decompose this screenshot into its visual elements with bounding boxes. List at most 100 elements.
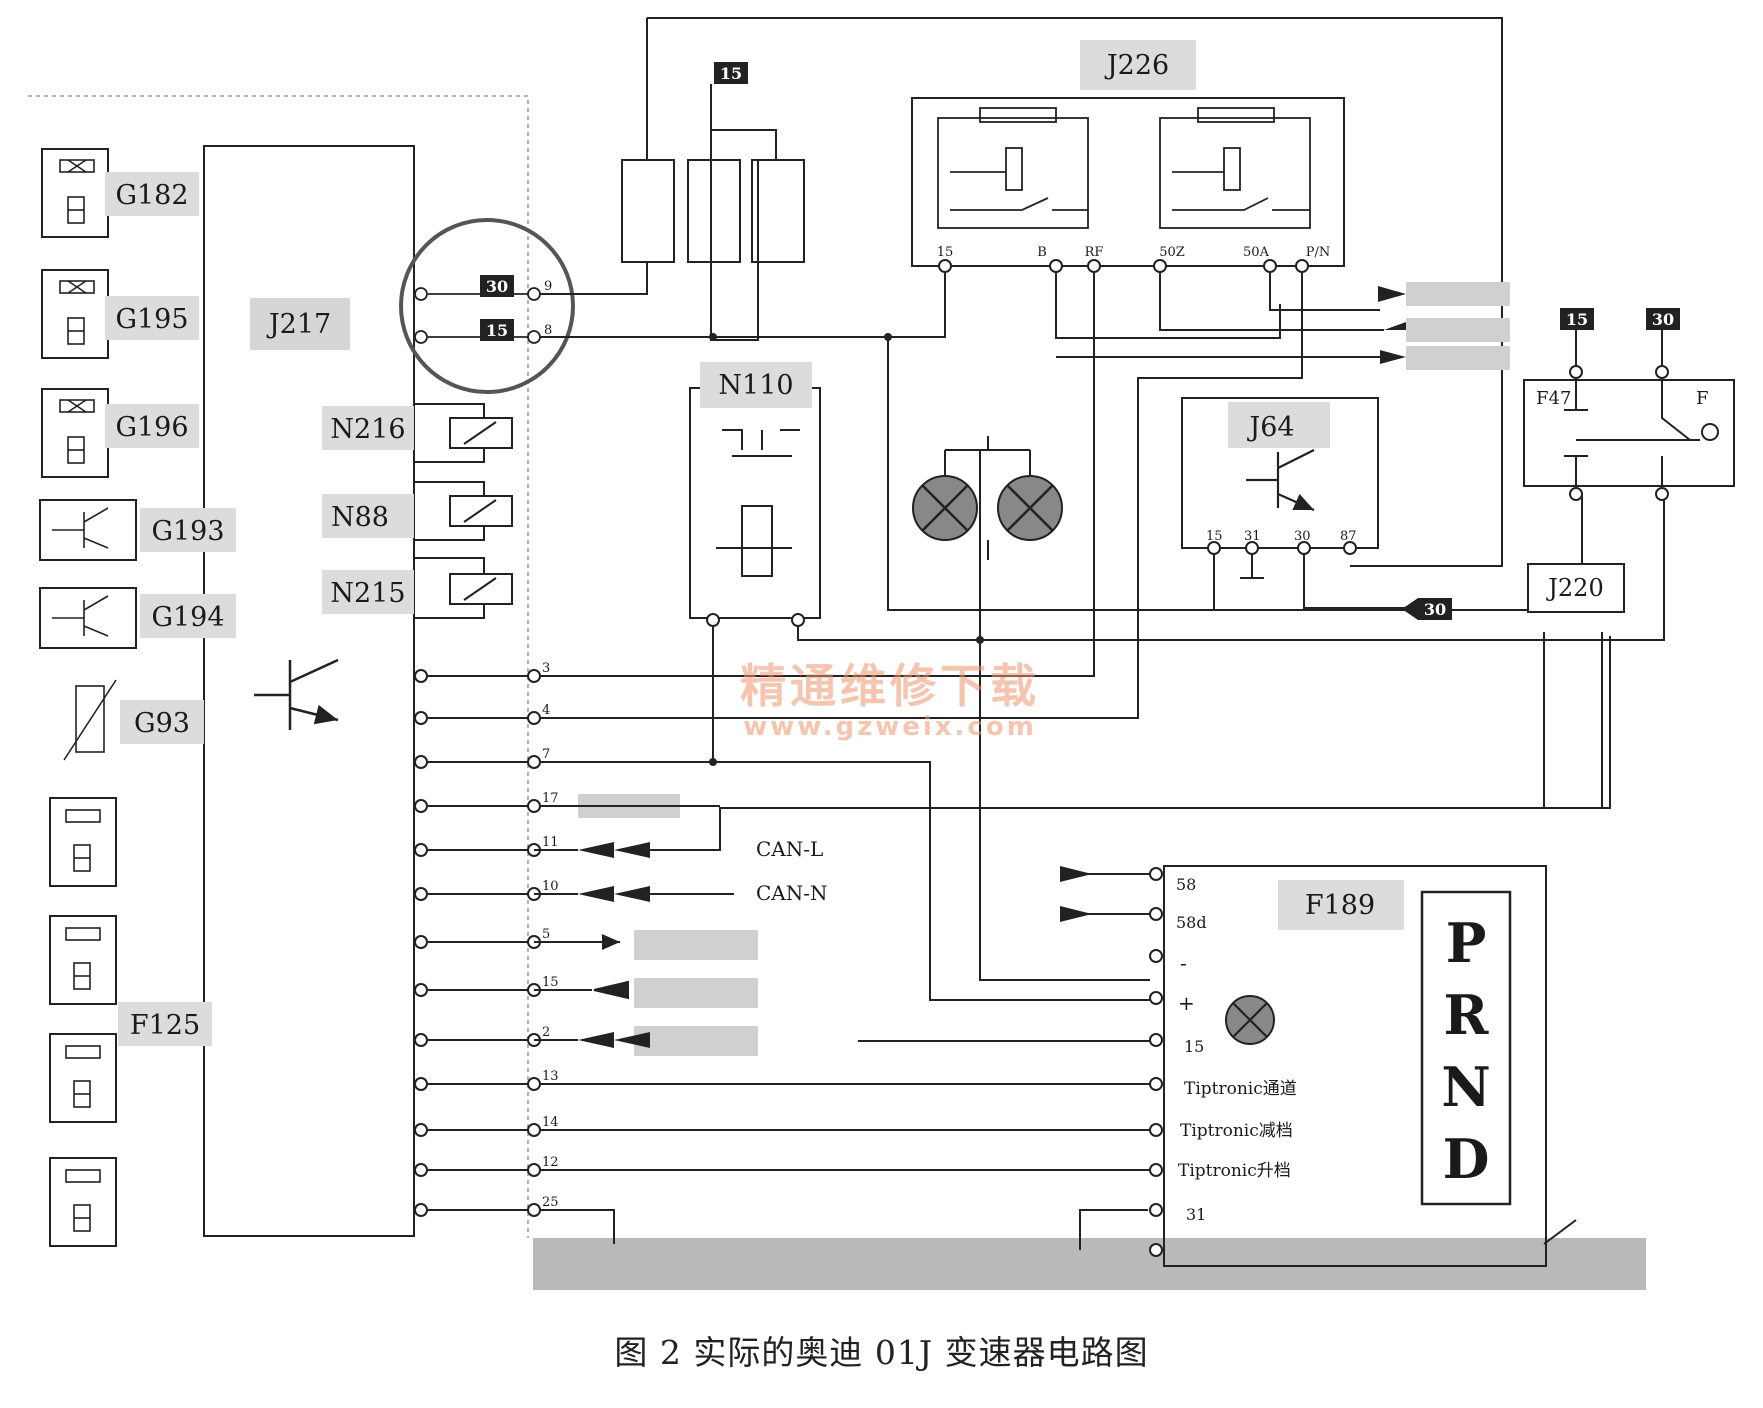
j226-output-tags	[1378, 282, 1510, 370]
badge-15-j217	[480, 319, 514, 341]
pin-9: 9	[544, 279, 552, 294]
j226-pin-rf: RF	[1085, 245, 1104, 260]
pin-3: 3	[542, 661, 550, 676]
f189-tip-up: Tiptronic升档	[1178, 1161, 1291, 1181]
j226-pins	[938, 259, 1309, 273]
badge-30-j64	[1418, 598, 1452, 620]
f125-label: F125	[130, 1010, 200, 1041]
j64-pin-labels: 15 31 30 87	[1206, 529, 1357, 544]
pin-17: 17	[542, 791, 559, 806]
pin-10: 10	[542, 879, 559, 894]
badge-30-j64-text: 30	[1424, 600, 1446, 619]
can-l-label: CAN-L	[756, 837, 823, 861]
can-n-label: CAN-N	[756, 881, 828, 905]
gear-indicator	[1420, 890, 1512, 1206]
j226-pin-15: 15	[937, 245, 954, 260]
f47-label: F47	[1536, 388, 1571, 409]
watermark: 精通维修下载 www.gzweix.com	[690, 650, 1090, 742]
g194-label: G194	[151, 602, 224, 633]
f189-pin-31: 31	[1186, 1205, 1206, 1224]
j226-pin-pn: P/N	[1306, 245, 1331, 260]
f189-input-arrows	[1060, 866, 1092, 922]
badge-15-top-text: 15	[720, 64, 742, 83]
f125-switch-1	[49, 797, 117, 887]
pin-25: 25	[542, 1195, 559, 1210]
g193-label: G193	[151, 516, 224, 547]
n110-solenoid-glyph	[706, 429, 805, 627]
ground-plane	[533, 1238, 1646, 1290]
badge-15-right	[1560, 308, 1594, 330]
j217-signal-wires	[414, 669, 541, 1217]
j64-pin-30: 30	[1294, 529, 1311, 544]
n216-label: N216	[330, 414, 405, 445]
badge-30-j217	[480, 275, 514, 297]
j217-label: J217	[266, 309, 331, 340]
g195-label: G195	[115, 304, 188, 335]
wiring	[540, 17, 1665, 1250]
j64-pins	[1207, 541, 1410, 609]
gear-letters: P R N D	[1441, 911, 1490, 1191]
f47-f-switch	[1564, 365, 1719, 501]
f189-box	[1163, 865, 1547, 1267]
badge-15-j217-text: 15	[486, 321, 508, 340]
pin-15: 15	[542, 975, 559, 990]
j64-pin-87: 87	[1340, 529, 1357, 544]
f125-switch-4	[49, 1157, 117, 1247]
gear-d: D	[1443, 1127, 1490, 1191]
j217-pin-numbers: 3 4 7 17 11 10 5 15 2 13 14 12 25	[542, 661, 559, 1210]
j226-box	[911, 97, 1345, 267]
j64-pin-31: 31	[1244, 529, 1261, 544]
n110-label-bg	[700, 362, 812, 408]
f189-pin-plus: +	[1178, 991, 1195, 1015]
n110-label: N110	[718, 370, 793, 401]
pin-12: 12	[542, 1155, 559, 1170]
watermark-cn: 精通维修下载	[740, 659, 1040, 713]
junction-dots	[709, 333, 984, 766]
f125-switch-2	[49, 915, 117, 1005]
watermark-url: www.gzweix.com	[743, 712, 1037, 742]
j226-pin-labels: 15 B RF 50Z 50A P/N	[937, 245, 1331, 260]
g194-sensor	[39, 587, 137, 649]
j220-label: J220	[1545, 574, 1603, 602]
gear-p: P	[1446, 911, 1487, 975]
badge-30-right-text: 30	[1652, 310, 1674, 329]
f189-pin-labels: 58 58d - + 15 Tiptronic通道 Tiptronic减档 Ti…	[1176, 875, 1297, 1224]
supply-pins	[414, 287, 541, 344]
j64-label-bg	[1228, 402, 1330, 448]
pin-5: 5	[542, 927, 550, 942]
j226-label: J226	[1104, 50, 1169, 81]
f189-pins	[1062, 867, 1163, 1257]
j217-transistor-icon	[254, 658, 339, 730]
g193-sensor	[39, 499, 137, 561]
f189-tip-down: Tiptronic减档	[1180, 1121, 1293, 1141]
supply-coils	[621, 159, 805, 263]
j217-box	[203, 145, 415, 1237]
f189-label: F189	[1305, 890, 1375, 921]
sensor-glyphs	[52, 159, 117, 1232]
j217-label-bg	[250, 298, 350, 350]
f189-pin-58: 58	[1176, 875, 1196, 894]
j226-pin-50z: 50Z	[1159, 245, 1185, 260]
badge-30-j217-text: 30	[486, 277, 508, 296]
j64-transistor-icon	[1246, 449, 1315, 512]
j64-label: J64	[1246, 412, 1294, 443]
f-label: F	[1696, 388, 1709, 409]
supply-highlight-circle	[399, 218, 575, 394]
pin-4: 4	[542, 703, 550, 718]
pin-14: 14	[542, 1115, 559, 1130]
pin-8: 8	[544, 323, 552, 338]
j64-box	[1181, 397, 1379, 549]
f189-pin-15: 15	[1184, 1037, 1204, 1056]
g182-sensor	[41, 148, 109, 238]
j64-pin-15: 15	[1206, 529, 1223, 544]
badge-30-right	[1646, 308, 1680, 330]
pin-13: 13	[542, 1069, 559, 1084]
figure-caption: 图 2 实际的奥迪 01J 变速器电路图	[614, 1333, 1149, 1372]
n88-label: N88	[331, 502, 389, 533]
f189-pin-minus: -	[1180, 951, 1187, 975]
pin-2: 2	[542, 1025, 550, 1040]
j226-relays	[937, 107, 1311, 229]
solenoids: N216 N88 N215	[322, 403, 513, 619]
